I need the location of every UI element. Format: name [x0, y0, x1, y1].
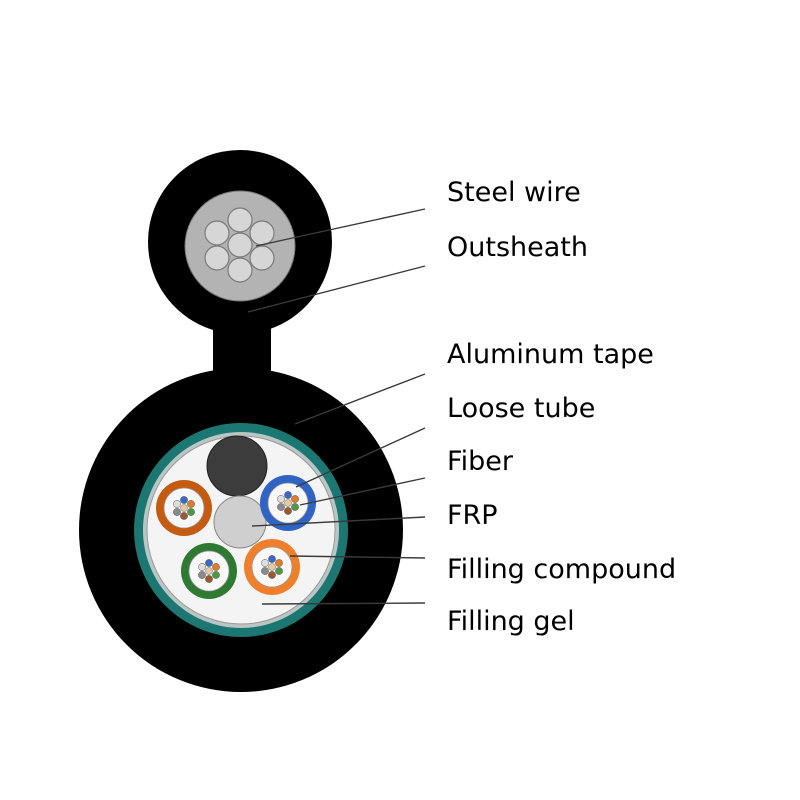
loose-tubes: [156, 475, 316, 599]
leader-fiber: [299, 477, 426, 506]
fiber: [180, 504, 188, 512]
label-filling-compound: Filling compound: [447, 554, 676, 585]
leader-aluminum-tape: [294, 373, 426, 425]
fiber: [198, 563, 206, 571]
label-loose-tube: Loose tube: [447, 393, 595, 424]
label-fiber: Fiber: [447, 446, 514, 477]
fiber: [205, 575, 213, 583]
labels: Steel wire Outsheath Aluminum tape Loose…: [447, 177, 676, 637]
steel-strand: [227, 257, 253, 283]
fiber: [277, 495, 285, 503]
leader-lines: [247, 208, 426, 605]
fiber: [291, 495, 299, 503]
fiber: [268, 555, 276, 563]
fiber: [173, 508, 181, 516]
fiber: [275, 567, 283, 575]
loose-tube: [156, 480, 212, 536]
fiber: [275, 559, 283, 567]
steel-wire-strands: [204, 207, 275, 283]
fiber: [187, 508, 195, 516]
label-outsheath: Outsheath: [447, 232, 588, 263]
fiber: [284, 491, 292, 499]
frp-central-member: [213, 495, 267, 549]
fiber: [198, 571, 206, 579]
steel-strand: [227, 232, 253, 258]
fiber: [268, 563, 276, 571]
loose-tube: [260, 475, 316, 531]
label-steel-wire: Steel wire: [447, 177, 581, 208]
leader-frp: [251, 516, 426, 527]
fiber: [212, 571, 220, 579]
label-filling-gel: Filling gel: [447, 606, 575, 637]
label-frp: FRP: [447, 500, 498, 531]
leader-loose-tube: [295, 427, 426, 488]
steel-strand: [249, 220, 275, 246]
fiber: [268, 571, 276, 579]
label-aluminum-tape: Aluminum tape: [447, 339, 654, 370]
fiber: [187, 500, 195, 508]
loose-tube: [244, 539, 300, 595]
fiber: [205, 559, 213, 567]
loose-tube: [181, 543, 237, 599]
fiber: [212, 563, 220, 571]
fiber: [261, 567, 269, 575]
fiber: [261, 559, 269, 567]
steel-strand: [204, 245, 230, 271]
fiber: [291, 503, 299, 511]
steel-strand: [227, 207, 253, 233]
fiber: [284, 507, 292, 515]
fiber: [180, 512, 188, 520]
leader-steel-wire: [255, 208, 426, 247]
fiber: [180, 496, 188, 504]
leader-filling-gel: [261, 602, 426, 605]
filler-rod: [206, 435, 268, 497]
leader-outsheath: [247, 265, 426, 313]
leader-filling-compound: [289, 555, 426, 559]
fiber: [173, 500, 181, 508]
fiber: [205, 567, 213, 575]
steel-strand: [249, 245, 275, 271]
steel-strand: [204, 220, 230, 246]
fiber: [284, 499, 292, 507]
fiber: [277, 503, 285, 511]
